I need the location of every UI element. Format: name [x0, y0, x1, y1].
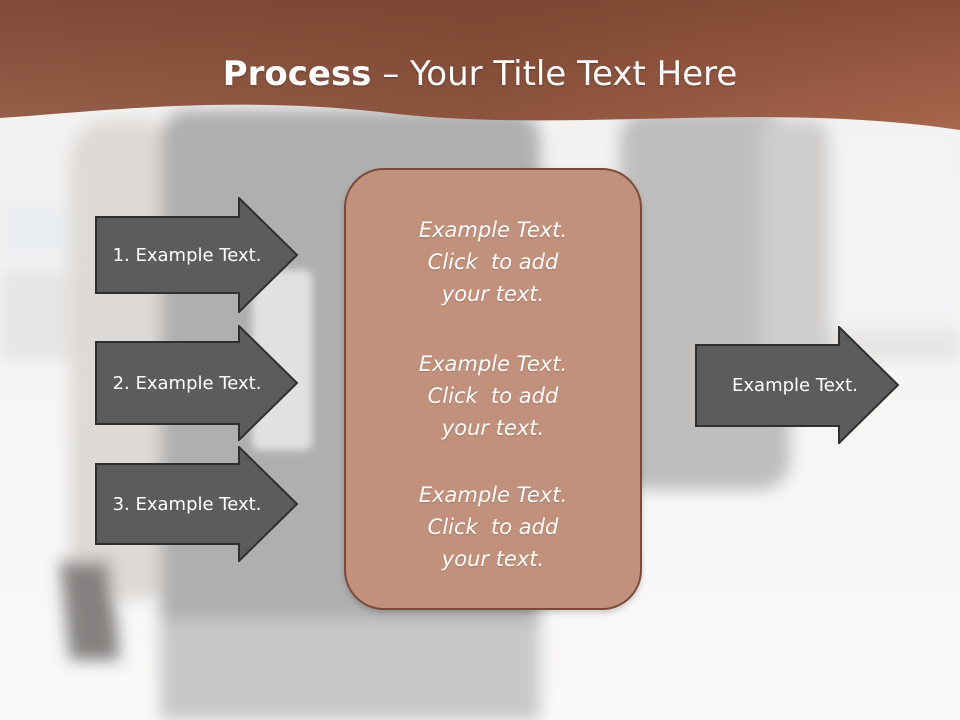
step-label: 1. Example Text.	[112, 244, 262, 266]
arrow-shape	[95, 197, 299, 313]
slide-title[interactable]: Process – Your Title Text Here	[0, 52, 960, 96]
arrow-shape	[695, 326, 900, 444]
arrow-shape	[95, 325, 299, 441]
step-arrow-2[interactable]: 2. Example Text.	[95, 325, 299, 441]
center-line: Example Text.	[418, 352, 568, 376]
center-line: Click to add	[427, 515, 559, 539]
step-arrow-3[interactable]: 3. Example Text.	[95, 446, 299, 562]
step-arrow-1[interactable]: 1. Example Text.	[95, 197, 299, 313]
title-rest: – Your Title Text Here	[371, 54, 738, 94]
center-line: your text.	[441, 416, 545, 440]
arrow-shape	[95, 446, 299, 562]
center-line: your text.	[441, 282, 545, 306]
center-line: your text.	[441, 547, 545, 571]
center-line: Example Text.	[418, 218, 568, 242]
center-line: Click to add	[427, 250, 559, 274]
center-text-block-1: Example Text. Click to add your text.	[346, 214, 640, 310]
center-line: Click to add	[427, 384, 559, 408]
center-text-block-3: Example Text. Click to add your text.	[346, 479, 640, 575]
output-arrow[interactable]: Example Text.	[695, 326, 900, 444]
output-label: Example Text.	[732, 374, 858, 396]
step-label: 3. Example Text.	[112, 493, 262, 515]
center-text-block-2: Example Text. Click to add your text.	[346, 348, 640, 444]
title-band	[0, 0, 960, 130]
center-line: Example Text.	[418, 483, 568, 507]
step-label: 2. Example Text.	[112, 372, 262, 394]
title-bold: Process	[222, 54, 372, 94]
center-text-box[interactable]: Example Text. Click to add your text. Ex…	[344, 168, 642, 610]
